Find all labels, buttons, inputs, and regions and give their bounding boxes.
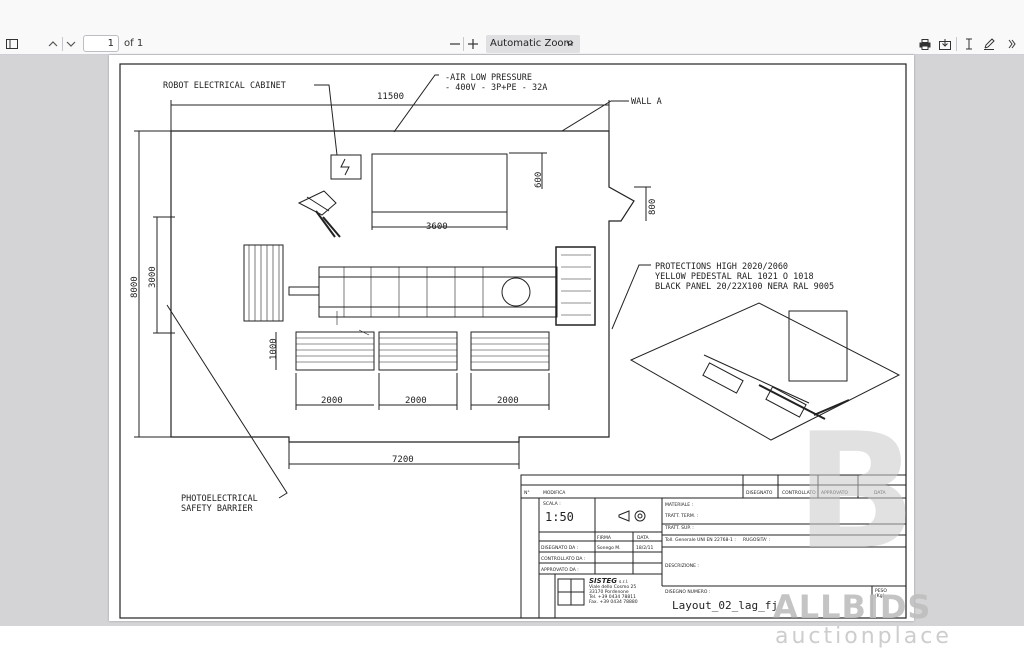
dim-2000-a: 2000 xyxy=(321,396,343,406)
zoom-in-icon[interactable] xyxy=(467,35,479,53)
tb-disegnato-da: DISEGNATO DA : xyxy=(541,545,578,551)
tb-tel: Tel. +39 0434 78811 xyxy=(588,594,636,600)
tb-firma: FIRMA xyxy=(597,535,612,541)
tb-controllato-da: CONTROLLATO DA : xyxy=(541,556,585,562)
tb-disegno-numero: DISEGNO NUMERO : xyxy=(665,589,710,595)
layout-drawing: ROBOT ELECTRICAL CABINET -AIR LOW PRESSU… xyxy=(119,63,907,619)
tb-modifica: MODIFICA xyxy=(543,490,566,496)
power-spec-label: - 400V - 3P+PE - 32A xyxy=(445,83,547,93)
tb-tratt-term: TRATT. TERM. : xyxy=(664,513,698,519)
tb-designer: Sonego M. xyxy=(597,545,621,551)
air-low-pressure-label: -AIR LOW PRESSURE xyxy=(445,73,532,83)
dim-800: 800 xyxy=(648,199,658,215)
tb-rugosita: RUGOSITA' : xyxy=(743,537,770,543)
dim-3000: 3000 xyxy=(148,266,158,288)
tb-approvato-da: APPROVATO DA : xyxy=(541,567,579,573)
watermark-line-1: ALLBIDS xyxy=(773,588,932,626)
sidebar-toggle-icon[interactable] xyxy=(4,35,20,53)
tb-data2: DATA xyxy=(637,535,650,541)
tb-data: DATA xyxy=(874,490,887,496)
dim-1000: 1000 xyxy=(269,338,279,360)
more-tools-icon[interactable] xyxy=(1005,35,1019,53)
next-page-icon[interactable] xyxy=(64,35,78,53)
dim-600: 600 xyxy=(534,172,544,188)
protections-line-3: BLACK PANEL 20/22X100 NERA RAL 9005 xyxy=(655,282,834,292)
draw-icon[interactable] xyxy=(982,35,996,53)
print-icon[interactable] xyxy=(918,35,932,53)
tb-descrizione: DESCRIZIONE : xyxy=(665,563,699,569)
dim-2000-c: 2000 xyxy=(497,396,519,406)
projection-symbol-icon xyxy=(618,510,646,522)
watermark-line-2: auctionplace xyxy=(775,624,952,649)
tb-approvato: APPROVATO xyxy=(821,490,848,496)
save-icon[interactable] xyxy=(938,35,952,53)
tb-scala-value: 1:50 xyxy=(545,510,574,524)
robot-cabinet-label: ROBOT ELECTRICAL CABINET xyxy=(163,81,286,91)
zoom-select-label: Automatic Zoom xyxy=(490,38,574,49)
tb-date-value: 18/2/11 xyxy=(636,545,653,551)
page-count: of 1 xyxy=(124,38,144,49)
chevron-down-icon xyxy=(566,35,574,60)
pdf-page: ROBOT ELECTRICAL CABINET -AIR LOW PRESSU… xyxy=(109,55,914,621)
barrier-line-2: SAFETY BARRIER xyxy=(181,504,254,514)
sisteg-logo xyxy=(557,578,585,606)
tb-disegnato: DISEGNATO xyxy=(746,490,773,496)
barrier-line-1: PHOTOELECTRICAL xyxy=(181,494,258,504)
tb-tratt-sup: TRATT. SUP. : xyxy=(664,525,694,531)
tb-fax: Fax. +39 0434 78880 xyxy=(589,599,638,605)
zoom-out-icon[interactable] xyxy=(449,35,461,53)
dim-11500: 11500 xyxy=(377,92,404,102)
tb-address-1: Viale dello Cosmo 25 xyxy=(589,584,636,590)
tb-drawing-number: Layout_02_lag_fj xyxy=(672,599,778,612)
tb-company-suffix: s.r.l. xyxy=(619,579,628,585)
tb-company: SISTEG xyxy=(589,577,617,585)
tb-materiale: MATERIALE : xyxy=(665,502,693,508)
tb-peso-unit: (Kg) xyxy=(875,593,885,599)
dim-7200: 7200 xyxy=(392,455,414,465)
tb-n-label: N° xyxy=(524,490,530,496)
viewer-bottom-area xyxy=(0,626,1024,660)
wall-a-label: WALL A xyxy=(631,97,662,107)
tb-controllato: CONTROLLATO xyxy=(782,490,816,496)
dim-2000-b: 2000 xyxy=(405,396,427,406)
tb-address-2: 33170 Pordenone xyxy=(589,589,629,595)
tb-scala-label: SCALA : xyxy=(543,501,561,507)
protections-line-2: YELLOW PEDESTAL RAL 1021 O 1018 xyxy=(655,272,814,282)
zoom-select[interactable]: Automatic Zoom xyxy=(486,35,580,53)
dim-8000: 8000 xyxy=(130,276,140,298)
page-number-input[interactable]: 1 xyxy=(83,35,119,52)
tb-toll: Toll. Generale UNI EN 22768-1 : xyxy=(664,537,736,543)
text-cursor-icon[interactable] xyxy=(962,35,976,53)
pdf-toolbar: 1 of 1 Automatic Zoom xyxy=(0,0,1024,55)
tb-peso: PESO xyxy=(875,588,887,594)
watermark-b-letter: B xyxy=(795,398,917,585)
protections-line-1: PROTECTIONS HIGH 2020/2060 xyxy=(655,262,788,272)
previous-page-icon[interactable] xyxy=(46,35,60,53)
dim-3600: 3600 xyxy=(426,222,448,232)
